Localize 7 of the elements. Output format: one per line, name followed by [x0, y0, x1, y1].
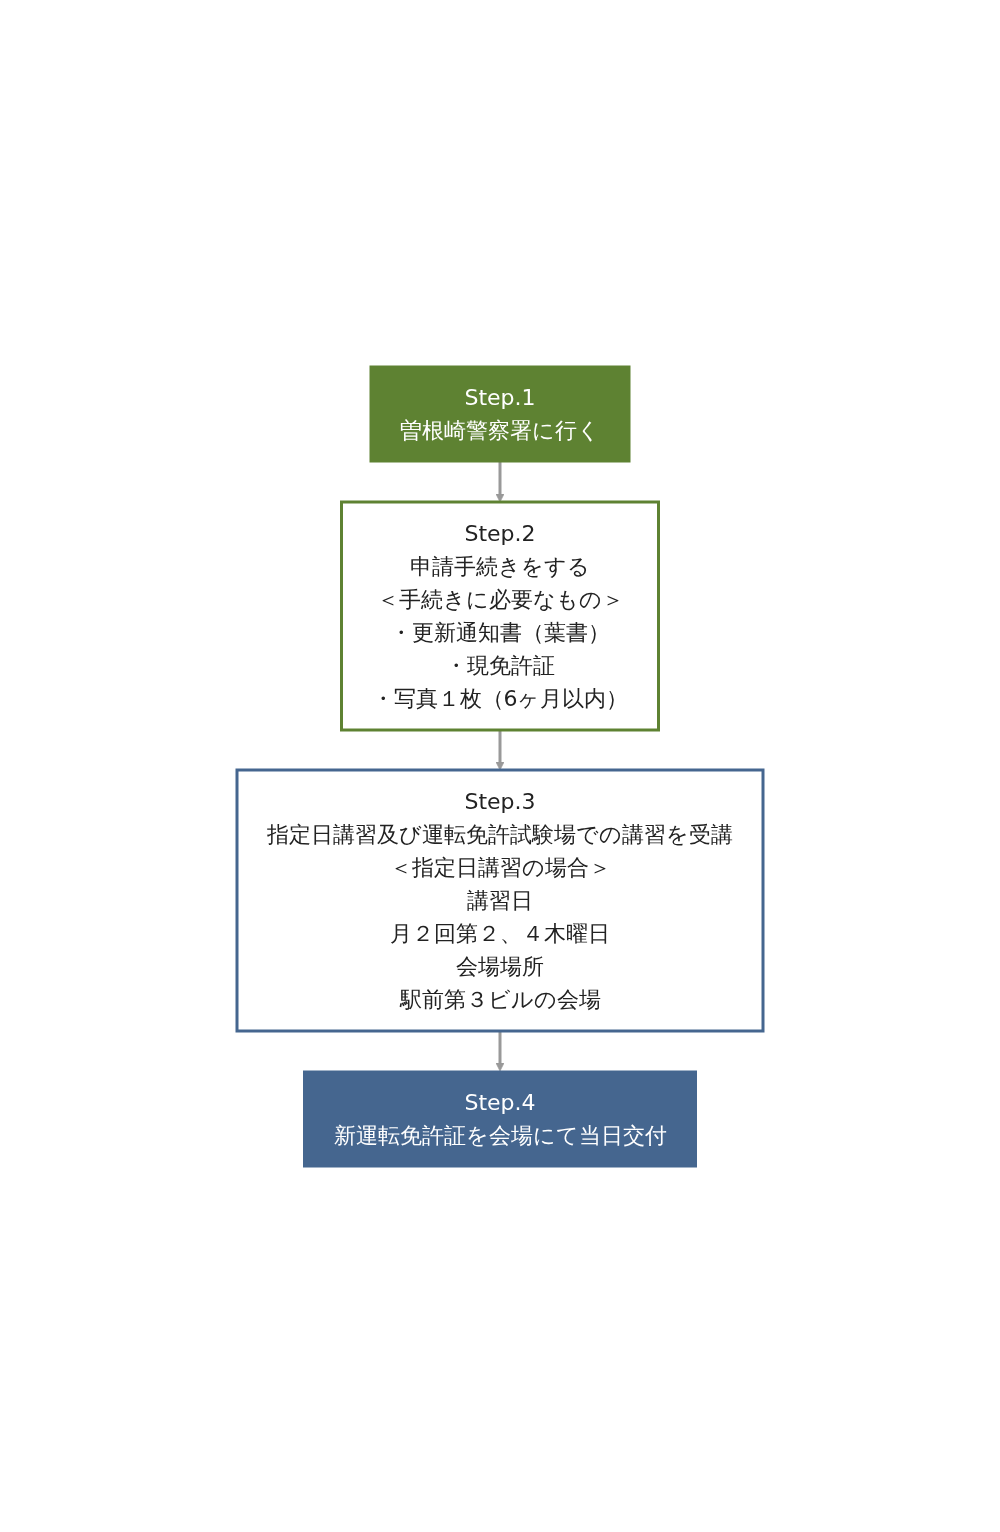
arrow — [495, 461, 505, 502]
node-box: Step.2 申請手続きをする ＜手続きに必要なもの＞ ・更新通知書（葉書） ・現免許証 ・写真１枚（6ヶ月以内） — [340, 500, 660, 731]
node-box: Step.3 指定日講習及び運転免許試験場での講習を受講 ＜指定日講習の場合＞ 講習日 月２回第２、４木曜日 会場場所 駅前第３ビルの会場 — [235, 768, 765, 1032]
arrow — [495, 729, 505, 770]
node-box: Step.4 新運転免許証を会場にて当日交付 — [303, 1070, 697, 1167]
node-box: Step.1 曽根崎警察署に行く — [369, 365, 631, 462]
arrow — [495, 1030, 505, 1071]
